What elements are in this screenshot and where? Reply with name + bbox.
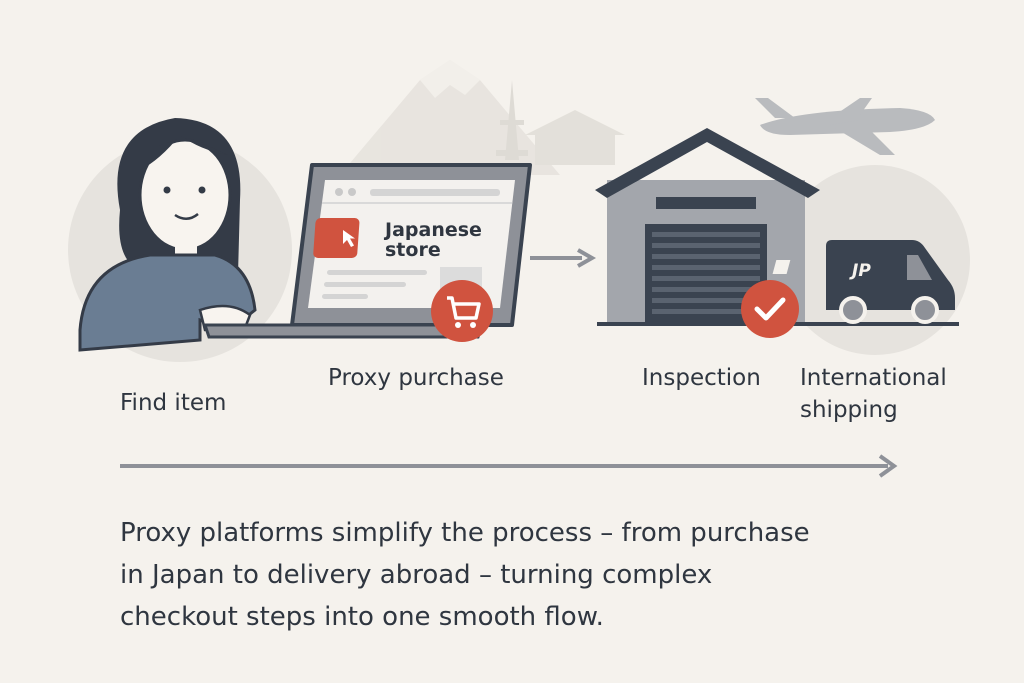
step-label-find-item: Find item bbox=[120, 390, 226, 416]
store-name-line1: Japanese bbox=[383, 219, 482, 241]
caption: Proxy platforms simplify the process – f… bbox=[120, 512, 920, 638]
step-arrow bbox=[530, 248, 597, 268]
store-logo bbox=[313, 218, 360, 258]
caption-line: in Japan to delivery abroad – turning co… bbox=[120, 560, 713, 590]
van-logo: JP bbox=[849, 261, 871, 281]
woman-at-laptop bbox=[68, 118, 292, 362]
step-label-international: International bbox=[800, 365, 947, 391]
step-label-proxy-purchase: Proxy purchase bbox=[328, 365, 504, 391]
cursor-icon bbox=[343, 230, 355, 247]
step-label-inspection: Inspection bbox=[642, 365, 761, 391]
caption-line: checkout steps into one smooth flow. bbox=[120, 602, 604, 632]
delivery-van: JP bbox=[772, 240, 955, 324]
step-label-shipping: shipping bbox=[800, 397, 898, 423]
caption-line: Proxy platforms simplify the process – f… bbox=[120, 518, 810, 548]
checkmark-icon bbox=[741, 280, 799, 338]
timeline-arrow bbox=[120, 454, 898, 478]
shopping-cart-icon bbox=[431, 280, 493, 342]
store-name-line2: store bbox=[385, 239, 441, 261]
airplane-icon bbox=[755, 98, 935, 155]
japan-scenery-background bbox=[340, 60, 625, 175]
